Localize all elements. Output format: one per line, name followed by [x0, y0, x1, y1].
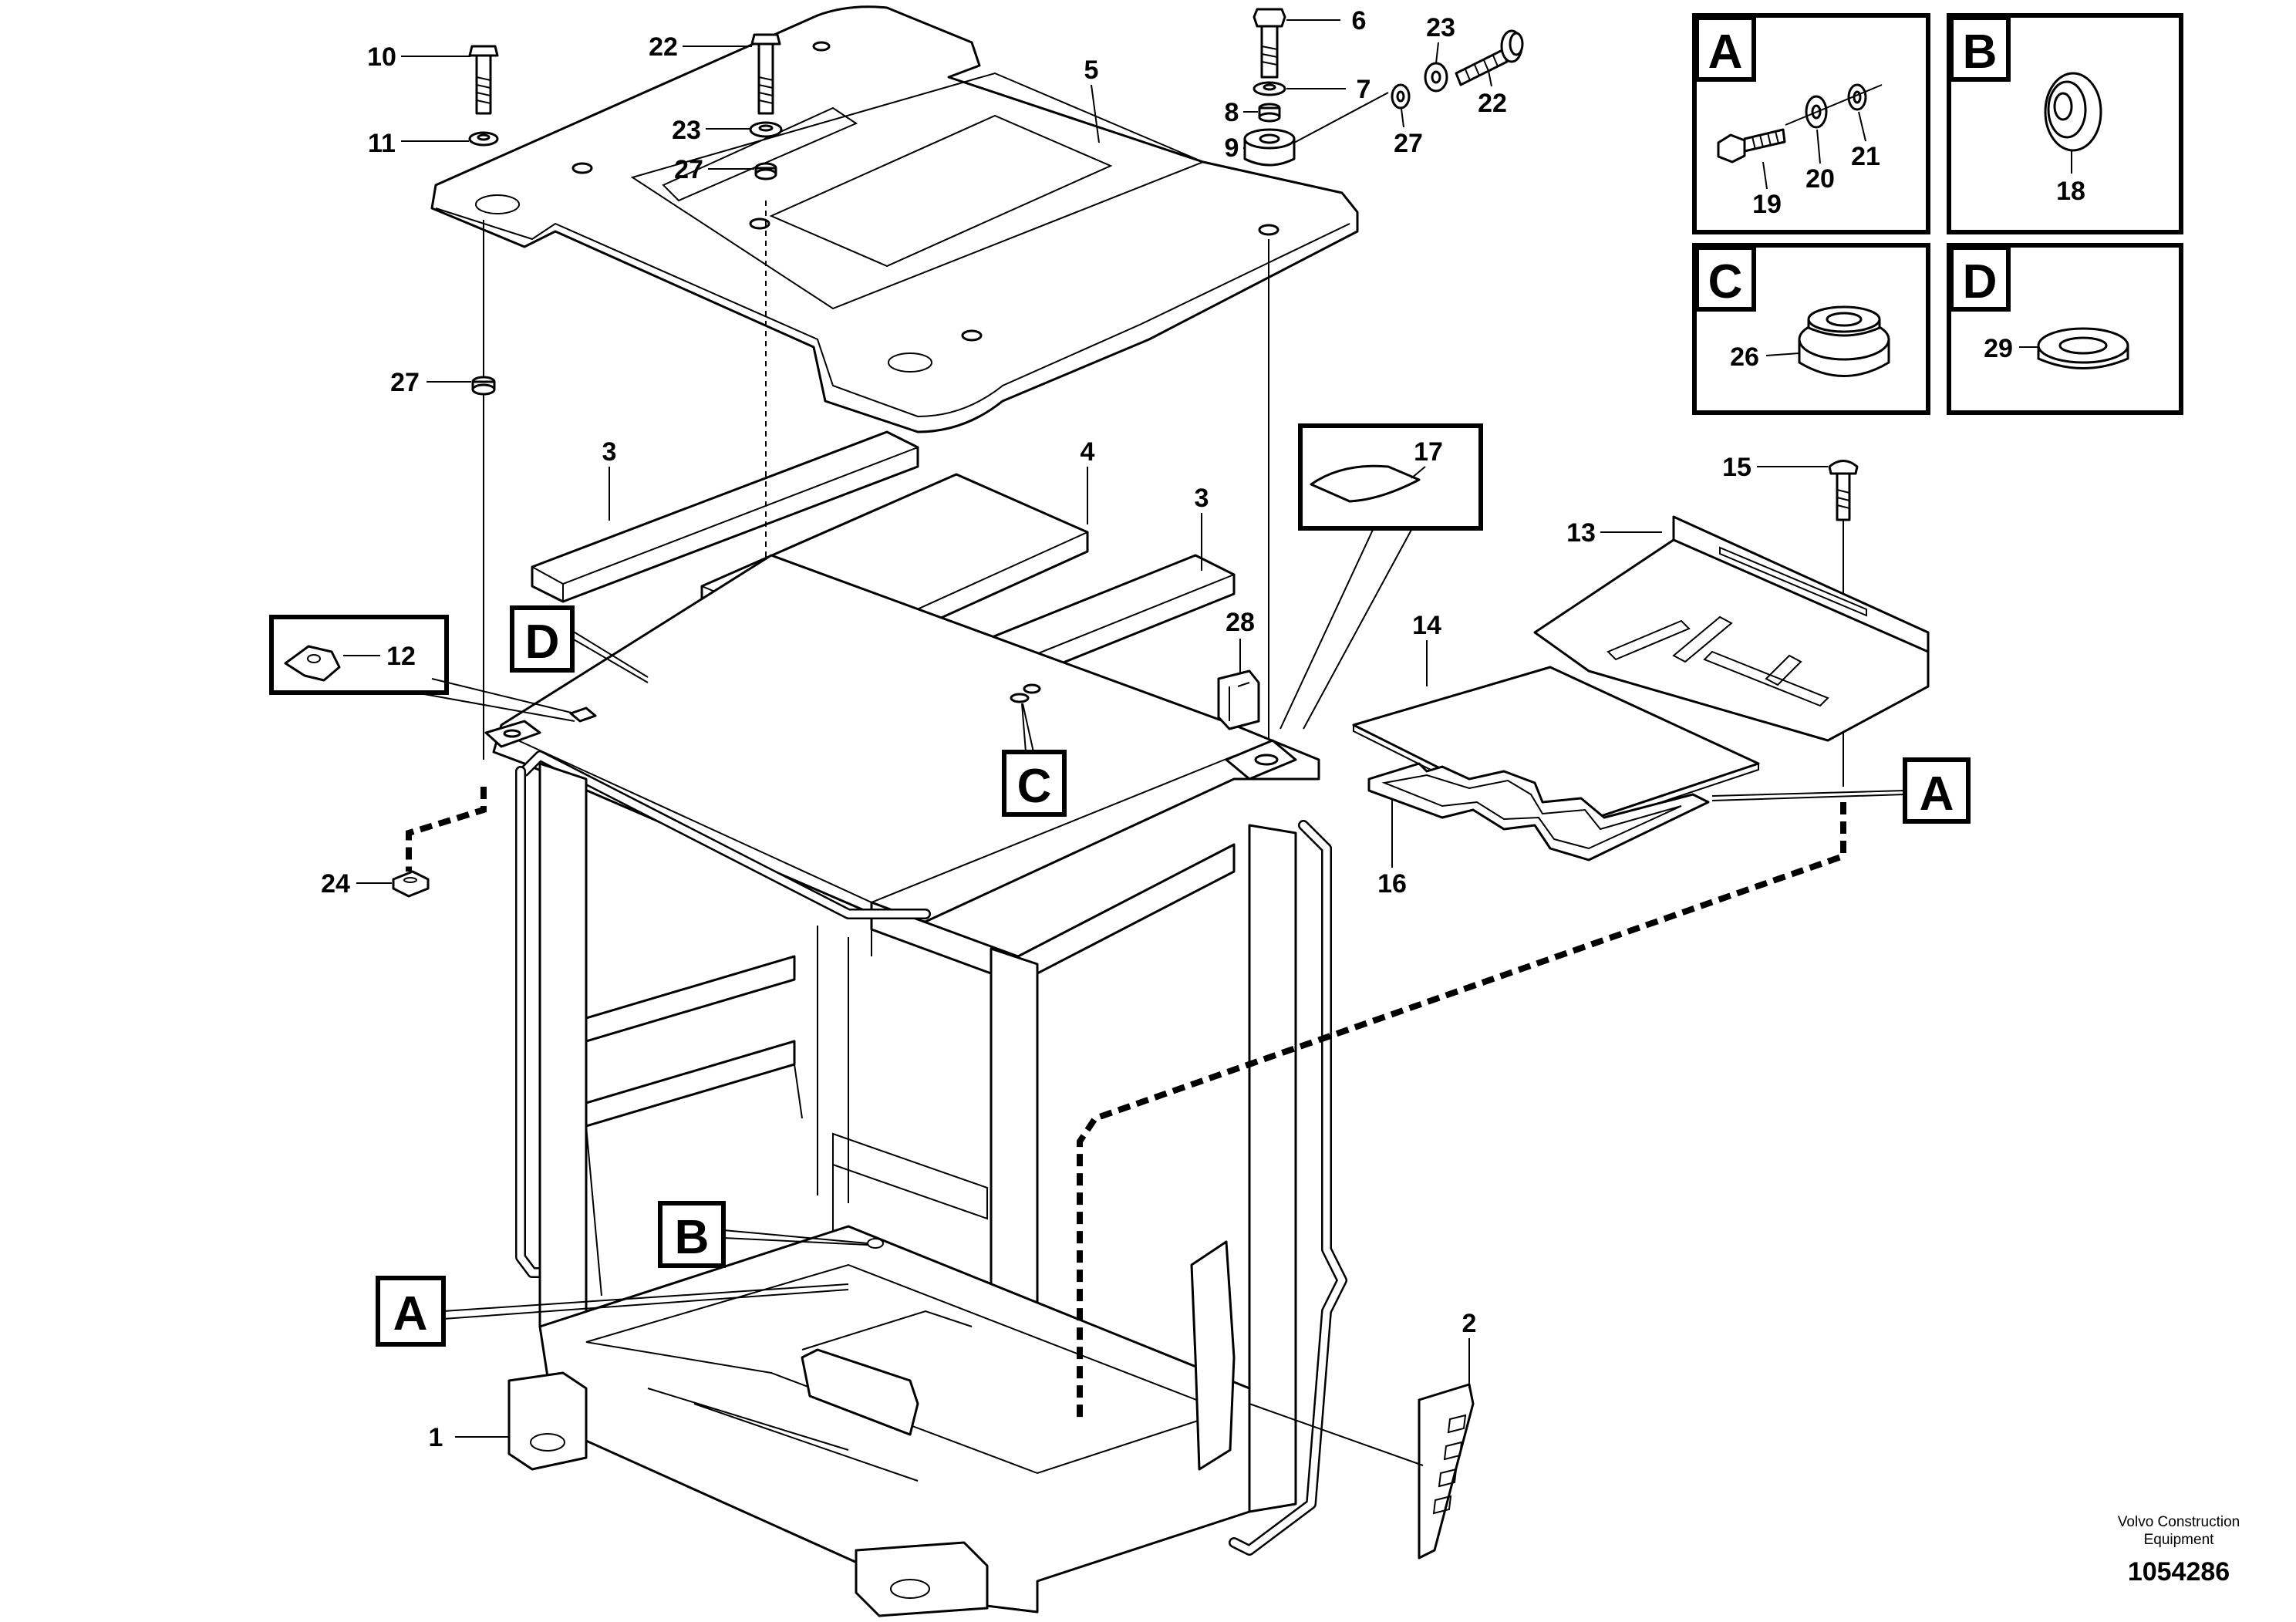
bushing-8-icon [1258, 103, 1281, 123]
callout-3-left: 3 [602, 437, 617, 467]
bracket-28-icon [1217, 669, 1260, 730]
detail-panel-b-label: B [1963, 25, 1998, 79]
bolt-10-icon [468, 45, 499, 115]
callout-11: 11 [368, 129, 396, 158]
ref-box-a-right: A [1903, 757, 1971, 824]
detail-panel-a: A 19 20 21 [1692, 13, 1930, 234]
callout-12: 12 [386, 642, 416, 671]
callout-1: 1 [429, 1423, 443, 1452]
ref-box-a-right-label: A [1920, 767, 1954, 821]
detail-a-bolt-icon [1717, 128, 1786, 164]
washer-11-icon [468, 131, 499, 147]
callout-7: 7 [1357, 75, 1371, 104]
washer-23-right-icon [1424, 62, 1448, 93]
roof-panel [430, 5, 1359, 433]
callout-23-center: 23 [672, 116, 701, 145]
callout-22-center: 22 [649, 32, 678, 62]
callout-10: 10 [367, 42, 396, 72]
washer-7-icon [1253, 81, 1286, 96]
detail-panel-c-label: C [1708, 255, 1743, 309]
insulation-panel-left [531, 430, 919, 603]
callout-23-right: 23 [1426, 13, 1455, 42]
clip-12-icon [284, 645, 341, 682]
callout-18: 18 [2056, 177, 2085, 206]
seal-frame-16 [1367, 762, 1710, 862]
cover-plate-13 [1533, 515, 1930, 742]
callout-5: 5 [1084, 56, 1099, 85]
grommet-c-icon [1798, 305, 1890, 377]
bolt-22-center-icon [750, 33, 781, 115]
callout-19: 19 [1752, 190, 1782, 219]
ref-box-b-label: B [675, 1211, 710, 1264]
callout-26: 26 [1730, 342, 1759, 372]
step-plate [1418, 1383, 1475, 1560]
ref-box-a-left-label: A [393, 1287, 428, 1340]
callout-15: 15 [1722, 453, 1752, 482]
callout-24: 24 [321, 869, 350, 899]
ref-box-c-label: C [1017, 760, 1052, 813]
detail-panel-d: D 29 [1947, 243, 2183, 415]
spacer-27-right-icon [1391, 83, 1411, 110]
bolt-15-icon [1828, 460, 1859, 521]
washer-23-center-icon [749, 121, 783, 138]
ref-box-a-left: A [376, 1276, 446, 1347]
mount-9-icon [1243, 128, 1296, 167]
grommet-d-icon [2037, 327, 2129, 369]
credit-line-1: Volvo Construction [2118, 1514, 2240, 1530]
spacer-27-left-icon [471, 376, 496, 396]
callout-2: 2 [1462, 1309, 1477, 1338]
detail-panel-c: C 26 [1692, 243, 1930, 415]
detail-17-box: 17 [1298, 423, 1483, 531]
callout-27-right: 27 [1394, 129, 1423, 158]
cab-frame [484, 554, 1347, 1617]
callout-22-right: 22 [1478, 89, 1507, 118]
callout-16: 16 [1377, 869, 1407, 899]
ref-box-d-label: D [525, 615, 560, 669]
spacer-27-center-icon [754, 162, 777, 180]
callout-27-center: 27 [674, 155, 703, 184]
callout-29: 29 [1984, 334, 2013, 363]
callout-27-left: 27 [390, 368, 420, 397]
callout-20: 20 [1805, 164, 1835, 194]
detail-panel-b: B 18 [1947, 13, 2183, 234]
document-number: 1054286 [2128, 1557, 2230, 1587]
detail-12-box: 12 [269, 615, 449, 695]
callout-14: 14 [1412, 611, 1441, 640]
callout-17: 17 [1414, 437, 1443, 467]
callout-4: 4 [1081, 437, 1095, 467]
ref-box-d: D [510, 605, 575, 673]
callout-3-right: 3 [1195, 484, 1209, 513]
detail-panel-a-label: A [1708, 25, 1743, 79]
callout-28: 28 [1226, 608, 1255, 637]
bolt-22-right-icon [1455, 29, 1524, 86]
pad-17-icon [1310, 464, 1421, 503]
callout-8: 8 [1225, 98, 1239, 127]
detail-panel-d-label: D [1963, 255, 1998, 309]
callout-13: 13 [1566, 518, 1596, 548]
callout-6: 6 [1352, 6, 1367, 35]
callout-9: 9 [1225, 133, 1239, 163]
callout-21: 21 [1851, 142, 1880, 171]
grommet-b-icon [2044, 72, 2102, 152]
ref-box-c: C [1002, 750, 1067, 817]
nut-24-icon [392, 870, 430, 898]
bolt-6-icon [1253, 8, 1286, 79]
credit-line-2: Equipment [2144, 1532, 2215, 1548]
ref-box-b: B [658, 1201, 726, 1268]
